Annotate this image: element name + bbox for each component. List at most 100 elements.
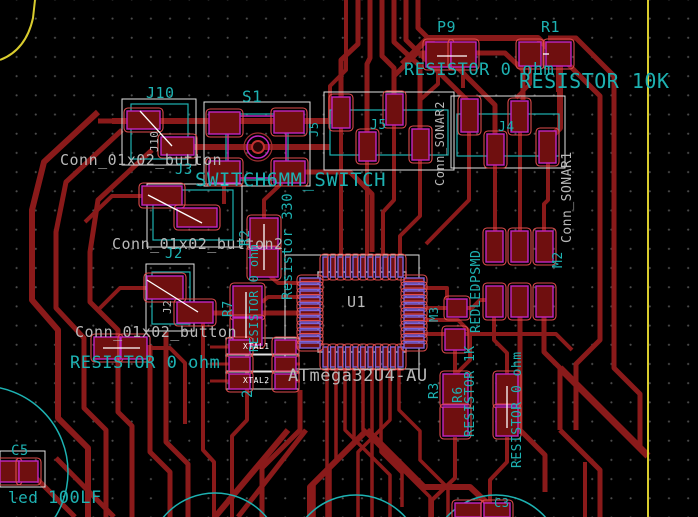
pad-u1[interactable] [397, 256, 404, 278]
value-label-atmega32u4[interactable]: ATmega32U4-AU [288, 366, 428, 386]
copper-trace[interactable] [542, 163, 550, 231]
copper-trace[interactable] [558, 428, 603, 517]
copper-trace[interactable] [307, 427, 370, 517]
copper-trace[interactable] [398, 160, 422, 255]
pad-u1[interactable] [299, 316, 321, 323]
pad-led[interactable] [535, 285, 554, 318]
copper-trace[interactable] [328, 0, 348, 118]
value-label-led[interactable]: led [8, 488, 39, 507]
ref-label-r1[interactable]: R1 [541, 18, 561, 36]
ref-label-c3[interactable]: C3 [494, 496, 510, 510]
fab-label-j2-vertical[interactable]: J2 [161, 299, 174, 314]
pad-u1[interactable] [299, 290, 321, 297]
copper-trace[interactable] [541, 317, 563, 430]
pad-xtal[interactable] [274, 339, 297, 355]
pad-u1[interactable] [299, 322, 321, 330]
ref-label-j10[interactable]: J10 [146, 84, 175, 102]
ref-label-j3[interactable]: J3 [175, 162, 193, 178]
silkscreen-circle[interactable] [430, 494, 562, 517]
ref-label-m2[interactable]: M2 [551, 251, 566, 268]
copper-trace[interactable] [201, 323, 216, 517]
copper-trace[interactable] [96, 286, 148, 312]
pad-p9[interactable] [425, 41, 452, 68]
copper-trace[interactable] [54, 456, 116, 517]
s1-button-pad[interactable] [251, 140, 265, 154]
fab-label-j10-vertical[interactable]: J10 [148, 130, 161, 152]
ref-label-j5-vertical[interactable]: J5 [307, 121, 321, 137]
pad-j2[interactable] [176, 301, 214, 324]
pad-led[interactable] [485, 230, 504, 263]
pad-s1[interactable] [208, 160, 241, 184]
value-label-resistor-0ohm-left[interactable]: RESISTOR 0 ohm [70, 353, 221, 373]
pad-j4[interactable] [510, 100, 529, 133]
pad-j4[interactable] [460, 98, 479, 133]
pad-xtal[interactable] [274, 373, 297, 390]
pad-r1[interactable] [518, 41, 542, 67]
s1-button-ring[interactable] [246, 135, 270, 159]
copper-trace[interactable] [364, 0, 373, 146]
pad-u1[interactable] [403, 309, 425, 317]
pad-s1[interactable] [273, 110, 305, 134]
pad-s1[interactable] [273, 160, 306, 184]
pad-j5[interactable] [358, 131, 377, 162]
pad-led[interactable] [485, 285, 504, 318]
copper-trace[interactable] [260, 295, 300, 304]
copper-trace[interactable] [548, 35, 643, 446]
pad-u1[interactable] [403, 335, 425, 343]
net-label-xtal1[interactable]: XTAL1 [243, 342, 270, 351]
pad-j3[interactable] [176, 207, 218, 228]
copper-trace[interactable] [53, 128, 124, 517]
pad-j10[interactable] [126, 110, 161, 130]
copper-trace[interactable] [83, 194, 143, 224]
pad-xtal[interactable] [228, 373, 251, 390]
pad-u1[interactable] [299, 277, 321, 284]
ref-label-p9[interactable]: P9 [437, 18, 457, 36]
copper-trace[interactable] [488, 437, 509, 503]
copper-trace[interactable] [492, 317, 509, 374]
copper-trace[interactable] [338, 0, 361, 112]
pad-m3[interactable] [444, 328, 466, 351]
copper-trace[interactable] [29, 109, 101, 517]
pad-u1[interactable] [299, 303, 321, 310]
copper-trace[interactable] [147, 345, 173, 517]
silkscreen-circle[interactable] [0, 386, 69, 517]
copper-trace[interactable] [364, 427, 505, 517]
copper-trace[interactable] [514, 64, 532, 100]
copper-trace[interactable] [418, 66, 440, 102]
copper-trace[interactable] [557, 365, 651, 459]
copper-trace[interactable] [379, 368, 404, 507]
pad-c3[interactable] [483, 502, 511, 517]
pad-j4[interactable] [538, 130, 557, 164]
pad-u1[interactable] [403, 329, 425, 336]
pad-led[interactable] [510, 285, 529, 318]
pad-u1[interactable] [403, 290, 425, 297]
footprint-label-conn-01x02-button2[interactable]: Conn_01x02_button2 [112, 235, 284, 253]
pad-u1[interactable] [403, 277, 425, 284]
pad-s1[interactable] [208, 111, 241, 135]
pad-j4[interactable] [486, 133, 505, 166]
copper-trace[interactable] [305, 169, 375, 252]
pad-u1[interactable] [403, 283, 425, 291]
pad-u1[interactable] [299, 296, 321, 304]
pad-j10[interactable] [160, 136, 195, 156]
pad-j5[interactable] [411, 128, 430, 161]
ref-label-u1[interactable]: U1 [347, 293, 367, 311]
footprint-label-conn-01x02-button-bottom[interactable]: Conn_01x02_button [75, 323, 238, 341]
footprint-label-conn-sonar1[interactable]: Conn_SONAR1 [560, 151, 575, 243]
footprint-label-conn-01x02-button[interactable]: Conn_01x02_button [60, 151, 223, 169]
value-label-resistor-10k[interactable]: RESISTOR 10K [519, 69, 670, 93]
pad-p9[interactable] [450, 41, 477, 68]
copper-trace[interactable] [392, 50, 526, 100]
pad-u1[interactable] [403, 342, 425, 349]
ref-label-j4[interactable]: J4 [498, 120, 515, 135]
ref-label-j2[interactable]: J2 [165, 246, 183, 262]
pad-r3[interactable] [442, 373, 469, 406]
pad-u1[interactable] [403, 296, 425, 304]
copper-trace[interactable] [343, 368, 392, 517]
value-label-22[interactable]: 2 [240, 389, 256, 398]
copper-trace[interactable] [397, 368, 450, 517]
pad-c5[interactable] [18, 460, 39, 483]
silkscreen-circle[interactable] [290, 494, 422, 517]
copper-trace[interactable] [262, 181, 284, 218]
value-label-resistor-330[interactable]: Resistor 330 [280, 192, 296, 300]
